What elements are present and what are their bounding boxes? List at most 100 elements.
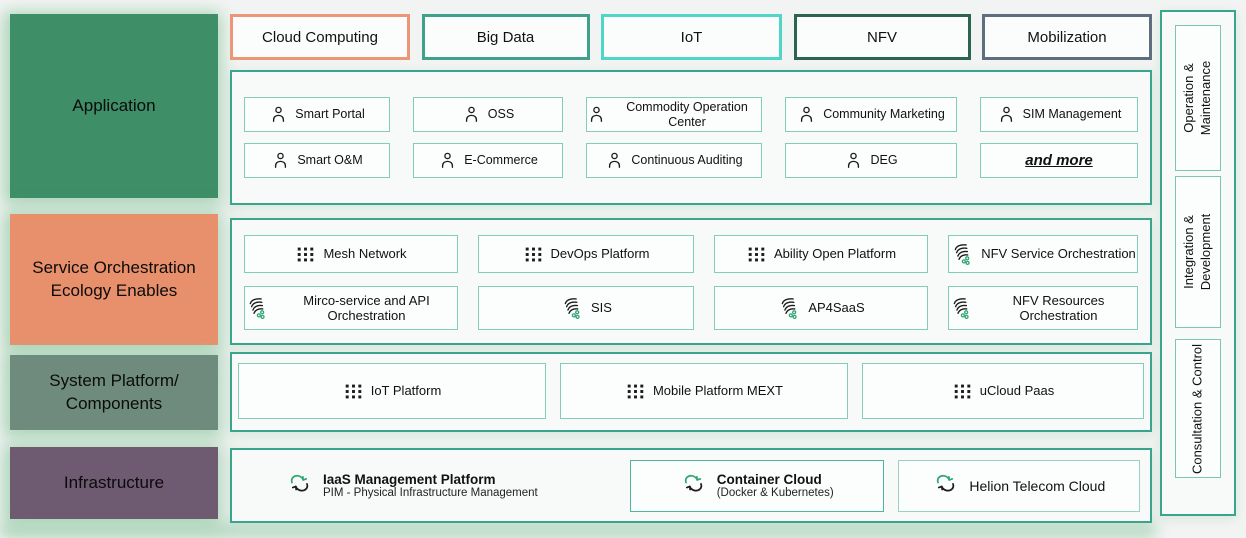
service-item: NFV Service Orchestration [948,235,1138,273]
grid-icon [748,247,765,261]
orchestration-icon [564,298,580,319]
chip-label: Big Data [476,28,535,46]
service-item: Mirco-service and API Orchestration [244,286,458,330]
service-item: DevOps Platform [478,235,694,273]
service-item-label: AP4SaaS [808,300,865,316]
system-item-label: IoT Platform [370,383,442,399]
infra-item-subtitle: PIM - Physical Infrastructure Management [323,487,538,499]
app-item: Smart Portal [244,97,390,132]
chip-iot: IoT [601,14,782,60]
app-item-and-more: and more [980,143,1138,178]
app-item-label: OSS [487,107,515,122]
app-item-label: Continuous Auditing [631,153,743,168]
sync-cloud-icon [937,474,955,492]
sidebar-label-line: Integration & [1181,215,1197,289]
infra-item-subtitle: (Docker & Kubernetes) [716,487,834,499]
app-item: SIM Management [980,97,1138,132]
service-item-label: Mirco-service and API Orchestration [303,292,430,323]
service-item: NFV Resources Orchestration [948,286,1138,330]
orchestration-icon [953,298,969,319]
system-item: IoT Platform [238,363,546,419]
grid-icon [345,384,361,398]
category-service-orchestration: Service Orchestration Ecology Enables [10,214,218,345]
category-application: Application [10,14,218,198]
sidebar-label-line: Operation & [1181,63,1197,133]
infra-item-title: Container Cloud [716,472,822,487]
sidebar-label-line: Maintenance [1198,60,1213,136]
service-orchestration-row: Mesh Network DevOps Platform Ability Ope… [230,218,1152,345]
service-item-label: Ability Open Platform [773,246,897,262]
chip-cloud-computing: Cloud Computing [230,14,410,60]
system-platform-row: IoT Platform Mobile Platform MEXT uCloud… [230,352,1152,432]
app-item: DEG [785,143,957,178]
service-item-label: DevOps Platform [550,246,650,262]
sync-cloud-icon [290,474,309,492]
infrastructure-row: IaaS Management Platform PIM - Physical … [230,448,1152,523]
person-icon [801,106,813,122]
grid-icon [954,384,971,398]
app-item: Commodity Operation Center [586,97,762,132]
service-item-label: SIS [591,300,612,316]
chip-nfv: NFV [793,14,971,60]
service-item: SIS [478,286,694,330]
sidebar-label-line: Consultation & Control [1189,343,1205,474]
sidebar-item-integration-development: Integration & Development [1175,176,1221,328]
app-item: Continuous Auditing [586,143,762,178]
infra-item-title: Helion Telecom Cloud [969,477,1106,494]
grid-icon [525,247,541,261]
bottom-glow [0,524,1156,538]
sidebar-item-consultation-control: Consultation & Control [1175,339,1221,478]
chip-label: Mobilization [1027,28,1107,46]
grid-icon [298,247,314,261]
person-icon [273,106,285,122]
lifecycle-sidebar: Operation & Maintenance Integration & De… [1160,10,1236,516]
application-row: Smart Portal OSS Commodity Operation Cen… [230,70,1152,205]
infra-item-iaas: IaaS Management Platform PIM - Physical … [286,472,622,500]
person-icon [590,106,603,122]
sync-cloud-icon [684,474,702,492]
app-item-label: Smart Portal [295,107,365,122]
person-icon [1000,106,1012,122]
person-icon [275,152,287,168]
app-item: OSS [413,97,563,132]
app-item-label: SIM Management [1022,107,1122,122]
grid-icon [627,384,644,398]
service-item: AP4SaaS [714,286,928,330]
app-item: E-Commerce [413,143,563,178]
person-icon [609,152,621,168]
service-item-label: NFV Service Orchestration [981,246,1136,262]
chip-big-data: Big Data [421,14,590,60]
service-item-label: Mesh Network [323,246,407,262]
orchestration-icon [954,244,970,265]
service-item: Mesh Network [244,235,458,273]
category-infrastructure: Infrastructure [10,447,218,519]
person-icon [465,106,477,122]
app-item-label: Community Marketing [823,107,945,122]
chip-label: Cloud Computing [262,28,378,46]
orchestration-icon [249,298,265,319]
chip-mobilization: Mobilization [982,14,1152,60]
category-label: Service Orchestration Ecology Enables [32,258,196,300]
system-item: uCloud Paas [862,363,1144,419]
chip-label: NFV [867,28,897,46]
system-item: Mobile Platform MEXT [560,363,848,419]
service-item: Ability Open Platform [714,235,928,273]
service-item-label: NFV Resources Orchestration [1012,292,1105,323]
sidebar-label-line: Development [1198,213,1213,291]
app-item-label: DEG [870,153,898,168]
orchestration-icon [781,298,797,319]
person-icon [848,152,860,168]
infra-item-helion: Helion Telecom Cloud [897,459,1140,512]
category-label: System Platform/ Components [49,371,179,413]
person-icon [442,152,454,168]
infra-item-container-cloud: Container Cloud (Docker & Kubernetes) [629,459,884,512]
category-label: Infrastructure [63,472,165,492]
infra-item-title: IaaS Management Platform [323,472,496,487]
and-more-label: and more [1025,151,1093,169]
app-item: Community Marketing [785,97,957,132]
system-item-label: Mobile Platform MEXT [652,383,784,399]
system-item-label: uCloud Paas [979,383,1055,399]
chip-label: IoT [680,28,703,46]
app-item-label: Smart O&M [297,153,363,168]
app-item-label: E-Commerce [464,153,538,168]
